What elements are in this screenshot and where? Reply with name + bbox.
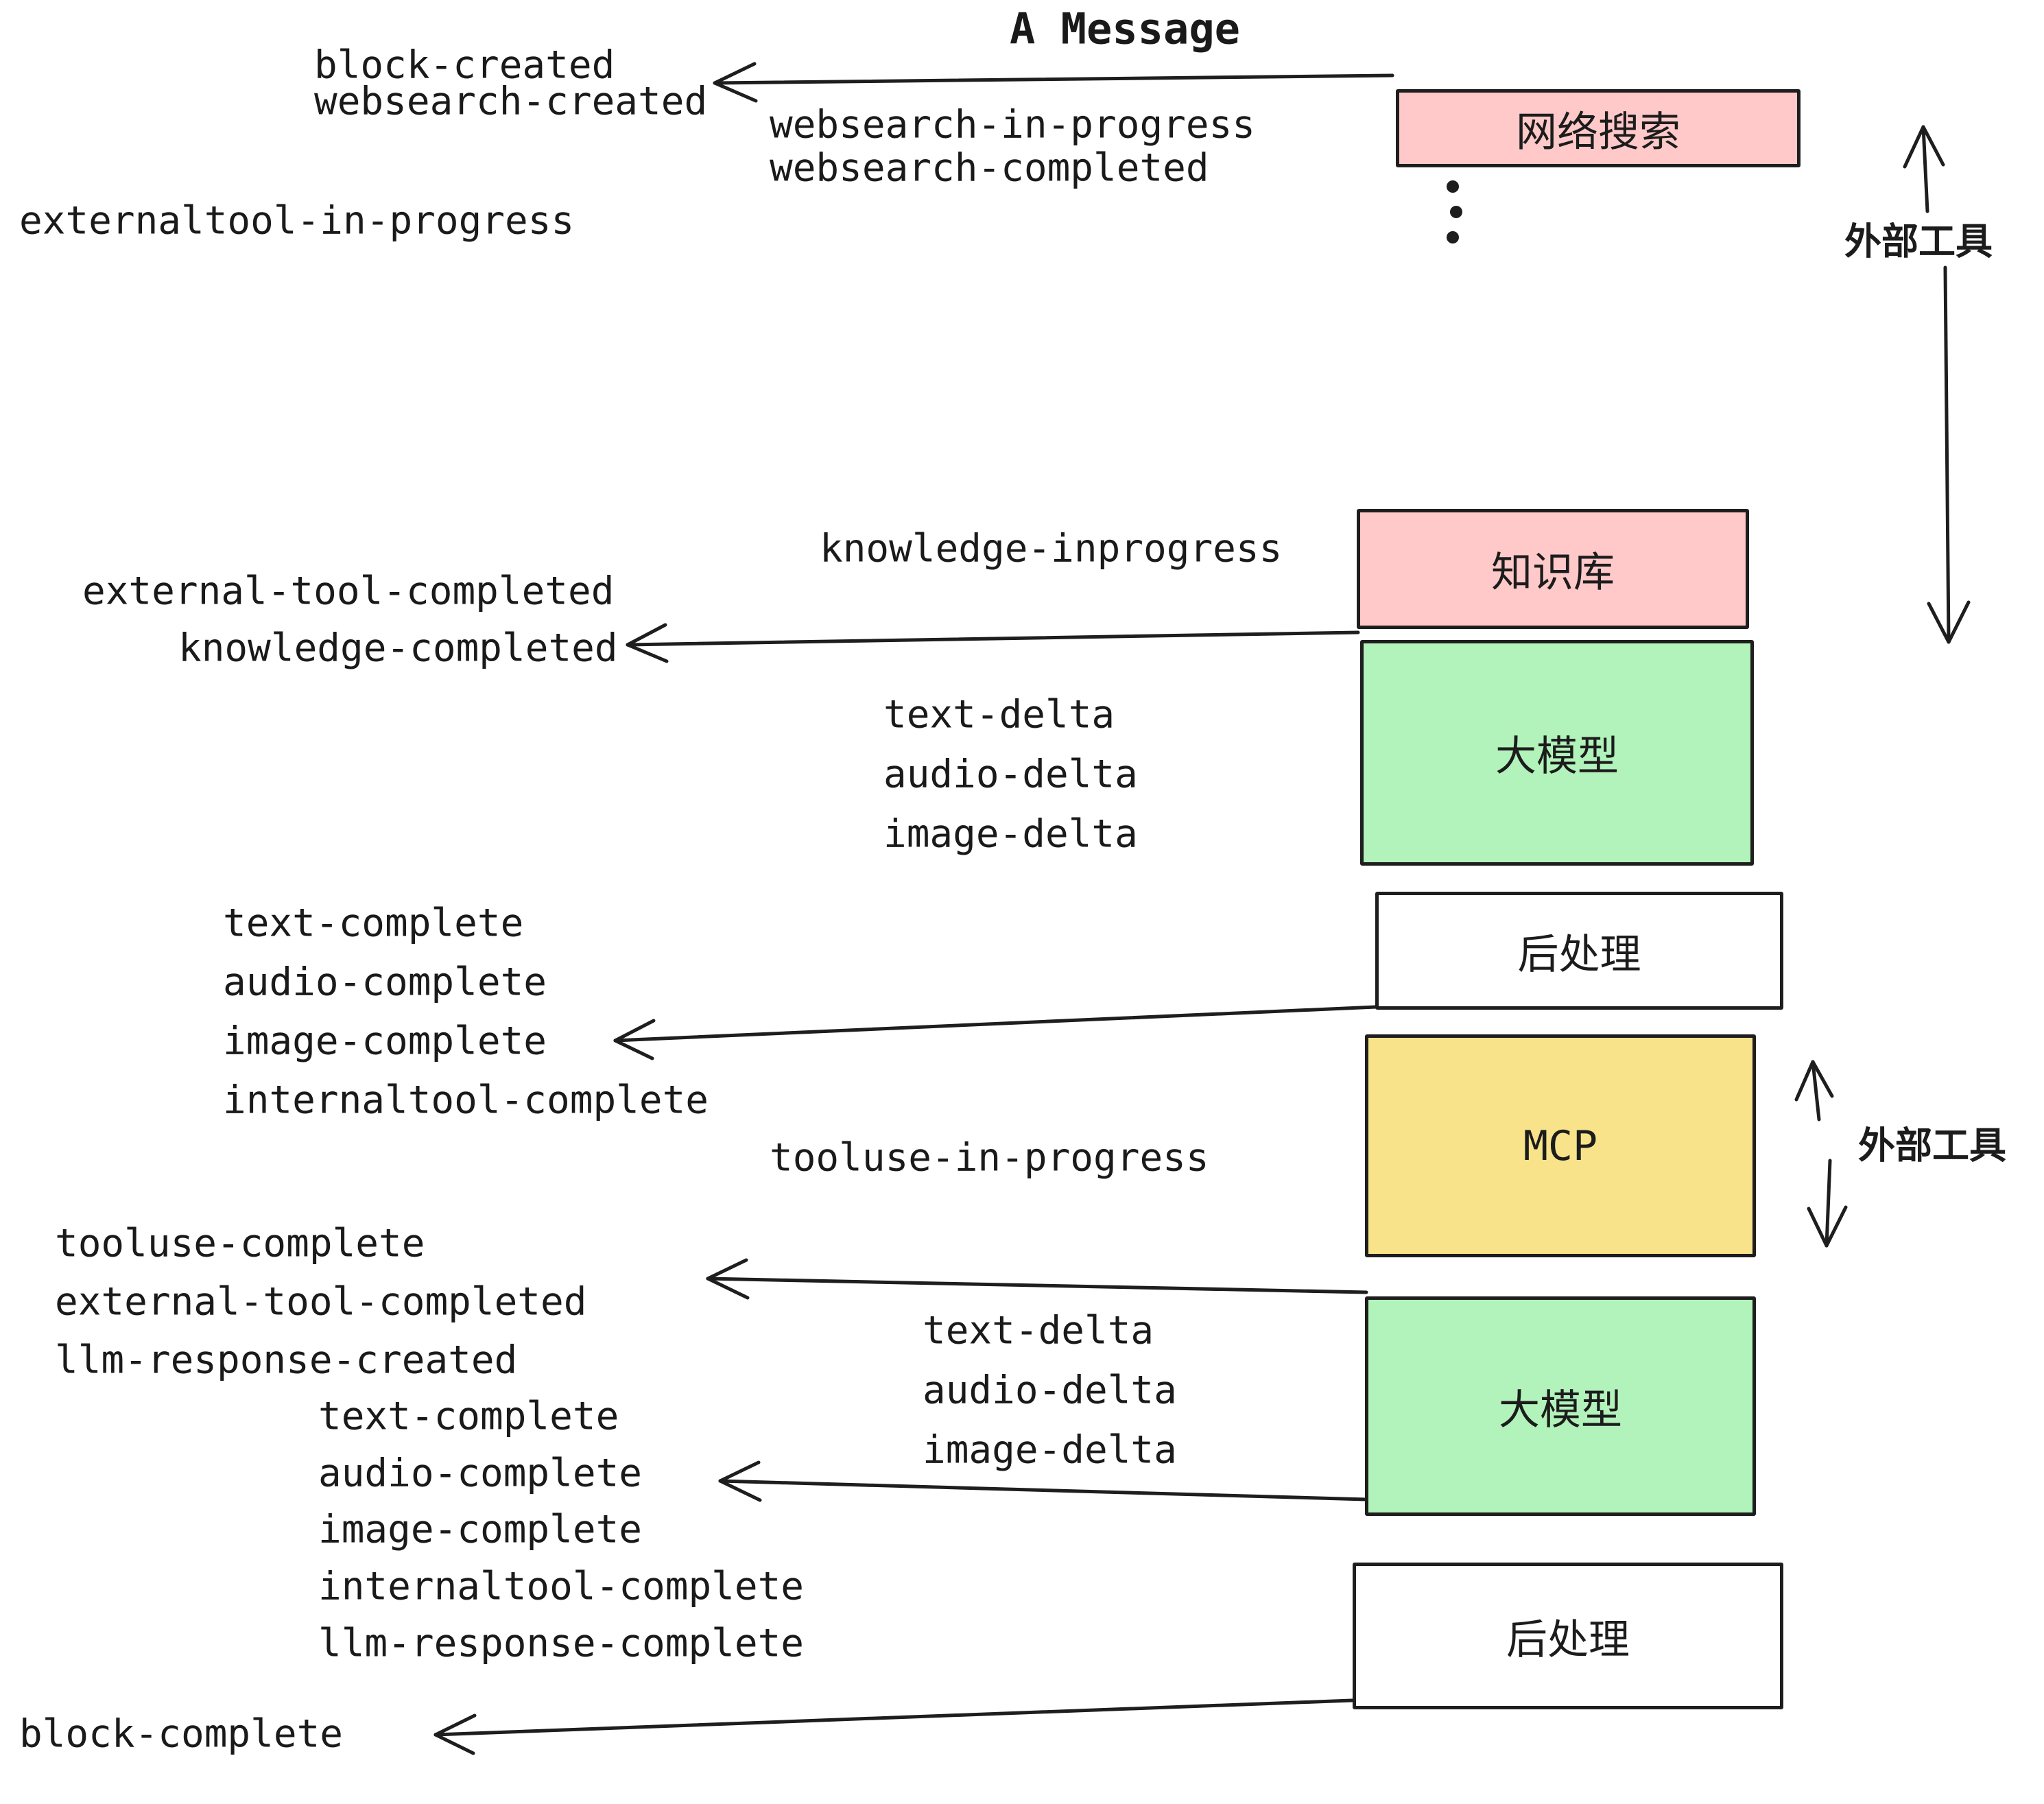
box-mcp: MCP: [1365, 1034, 1756, 1257]
box-knowledge: 知识库: [1357, 509, 1749, 629]
event-internaltool-complete-1: internaltool-complete: [223, 1078, 709, 1123]
arrow-knowledge-completed: [626, 623, 1360, 663]
event-llm-response-complete: llm-response-complete: [318, 1621, 805, 1666]
box-knowledge-label: 知识库: [1491, 549, 1615, 595]
box-llm-1-label: 大模型: [1495, 733, 1619, 779]
arrow-audio-complete: [718, 1460, 1368, 1502]
box-llm-2-label: 大模型: [1499, 1386, 1622, 1433]
event-text-delta-1: text-delta: [883, 692, 1115, 737]
box-llm-2: 大模型: [1365, 1296, 1756, 1516]
event-websearch-completed: websearch-completed: [770, 145, 1209, 191]
event-image-delta-1: image-delta: [883, 811, 1138, 857]
event-image-complete-2: image-complete: [318, 1507, 643, 1552]
ellipsis-dots: [1447, 180, 1462, 244]
event-block-complete: block-complete: [19, 1711, 344, 1757]
arrow-external-tools-up-2: [1794, 1060, 1834, 1121]
arrow-tooluse-complete: [706, 1258, 1368, 1300]
box-mcp-label: MCP: [1523, 1121, 1598, 1170]
event-block-created: block-created: [314, 43, 615, 88]
event-image-delta-2: image-delta: [923, 1427, 1177, 1473]
event-knowledge-completed: knowledge-completed: [178, 626, 618, 671]
event-audio-complete-1: audio-complete: [223, 960, 547, 1005]
event-tooluse-complete: tooluse-complete: [55, 1221, 425, 1266]
arrow-websearch-created: [713, 62, 1394, 103]
event-external-tool-completed-2: external-tool-completed: [55, 1279, 587, 1325]
arrow-external-tools-up-1: [1903, 125, 1945, 213]
diagram-title: A Message: [1010, 3, 1240, 54]
box-websearch-label: 网络搜索: [1516, 108, 1680, 155]
event-text-complete-2: text-complete: [318, 1394, 619, 1439]
arrow-external-tools-down-2: [1807, 1159, 1848, 1248]
box-postprocess-1: 后处理: [1375, 892, 1783, 1010]
event-audio-complete-2: audio-complete: [318, 1451, 643, 1496]
event-audio-delta-2: audio-delta: [923, 1368, 1177, 1413]
arrow-block-complete: [433, 1698, 1372, 1755]
event-text-delta-2: text-delta: [923, 1308, 1154, 1353]
box-postprocess-2-label: 后处理: [1506, 1616, 1630, 1663]
box-websearch: 网络搜索: [1396, 89, 1801, 167]
event-text-complete-1: text-complete: [223, 901, 524, 946]
arrow-image-complete: [613, 1005, 1378, 1060]
event-externaltool-in-progress: externaltool-in-progress: [19, 198, 575, 244]
event-websearch-in-progress: websearch-in-progress: [770, 102, 1256, 147]
event-knowledge-inprogress: knowledge-inprogress: [820, 526, 1283, 571]
event-llm-response-created: llm-response-created: [55, 1338, 518, 1383]
side-label-external-tools-1: 外部工具: [1844, 221, 1993, 263]
box-postprocess-1-label: 后处理: [1517, 931, 1641, 977]
event-internaltool-complete-2: internaltool-complete: [318, 1564, 805, 1609]
event-audio-delta-1: audio-delta: [883, 752, 1138, 797]
arrow-external-tools-down-1: [1927, 265, 1971, 644]
box-llm-1: 大模型: [1360, 640, 1754, 866]
side-label-external-tools-2: 外部工具: [1858, 1125, 2006, 1167]
box-postprocess-2: 后处理: [1353, 1563, 1783, 1709]
event-websearch-created: websearch-created: [314, 79, 708, 124]
event-tooluse-in-progress: tooluse-in-progress: [770, 1135, 1209, 1180]
event-image-complete-1: image-complete: [223, 1019, 547, 1064]
event-external-tool-completed-1: external-tool-completed: [82, 569, 615, 614]
